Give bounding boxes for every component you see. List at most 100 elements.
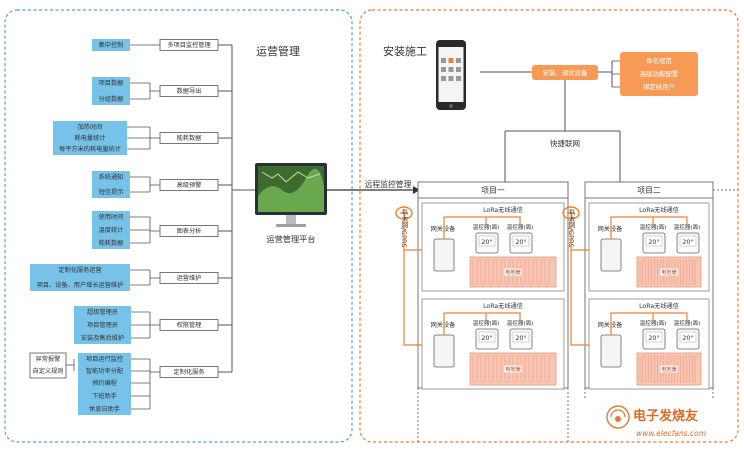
installation-panel	[359, 9, 739, 443]
thermostat-screen	[478, 235, 496, 247]
lora-label: LoRa无线通信	[483, 206, 523, 214]
item-label: 下班助手	[92, 392, 117, 400]
network-cross	[567, 209, 575, 217]
item-group-box	[92, 39, 130, 51]
phone-app-icon	[448, 58, 454, 63]
item-label: 短信提示	[99, 188, 124, 196]
phone-app-icon	[456, 76, 461, 81]
watermark-text: 电子发烧友	[633, 408, 698, 424]
install-step-label: 绑定给用户	[643, 82, 675, 91]
phone-app-icon	[456, 67, 461, 72]
gateway-device	[600, 334, 622, 368]
thermostat-screen	[512, 235, 530, 247]
gateway-device	[433, 238, 455, 272]
operations-panel	[4, 9, 353, 443]
phone-app-icon	[448, 76, 454, 81]
network-icon	[562, 206, 580, 220]
thermostat-temp: 20°	[648, 238, 660, 246]
project-title: 项目二	[637, 186, 661, 195]
item-label: 加热时间	[78, 123, 103, 131]
remote-label: 远程监控管理	[365, 179, 412, 189]
item-label: 能耗数据	[99, 239, 124, 247]
item-group-box	[78, 353, 131, 415]
thermostat-label: 温控器(面)	[473, 223, 500, 231]
project-title: 项目一	[481, 186, 505, 195]
item-label: 每平方米的耗电量统计	[59, 145, 121, 153]
thermostat-screen	[645, 235, 663, 247]
category-label: 图表分析	[177, 227, 202, 235]
heater-label: 电地暖	[505, 268, 521, 276]
thermostat-label: 温控器(面)	[640, 319, 667, 327]
watermark-url: www.elecfans.com	[636, 429, 706, 438]
thermostat-screen	[679, 235, 697, 247]
item-group-box	[92, 171, 130, 198]
platform-label: 运营管理平台	[266, 234, 315, 244]
phone-icon	[436, 40, 466, 110]
heater-coil	[639, 259, 698, 285]
item-label: 项目运行监控	[86, 355, 123, 363]
sub-item-label: 自定义规则	[33, 367, 64, 375]
install-title: 安装施工	[383, 44, 427, 58]
item-label: 温度统计	[99, 226, 124, 234]
category-label: 多项目监控管理	[167, 41, 210, 49]
project-header	[417, 181, 569, 199]
thermostat-temp: 20°	[515, 334, 527, 342]
quick-network-label: 快捷联网	[550, 138, 580, 148]
thermostat-temp: 20°	[481, 238, 493, 246]
phone-app-icon	[441, 58, 446, 63]
install-step-label: 高级功能配置	[640, 69, 679, 78]
item-label: 集中控制	[99, 41, 124, 49]
item-label: 定制化服务运营	[58, 266, 101, 274]
thermostat-label: 温控器(面)	[507, 319, 534, 327]
heater-coil	[472, 355, 553, 383]
category-label: 高级预警	[177, 181, 202, 189]
heater-label: 电地暖	[505, 365, 521, 373]
thermostat-screen	[679, 331, 697, 343]
thermostat-label: 温控器(面)	[674, 223, 701, 231]
category-label: 数据导出	[177, 87, 202, 95]
gateway-device	[433, 334, 455, 368]
item-label: 项目管理员	[87, 321, 118, 329]
thermostat-temp: 20°	[682, 334, 694, 342]
item-label: 分组数据	[99, 95, 124, 103]
category-label: 定制化服务	[174, 368, 205, 376]
item-label: 休息日助手	[89, 405, 120, 413]
heater-label-bg	[504, 268, 522, 276]
right-diagram: 安装施工安装、调试设备命名规范高级功能配置绑定给用户快捷联网远程监控管理项目一以…	[327, 40, 738, 442]
item-group-box	[92, 77, 130, 105]
phone-app-icon	[441, 76, 446, 81]
item-group-box	[53, 121, 127, 155]
item-label: 超级管理员	[87, 308, 118, 316]
phone-home-button	[449, 104, 453, 108]
remote-arrow-head	[413, 186, 420, 194]
heater-label-bg	[660, 365, 678, 373]
item-group-box	[92, 211, 130, 249]
install-action-label: 安装、调试设备	[543, 68, 588, 77]
thermostat-label: 温控器(面)	[674, 319, 701, 327]
phone-app-icon	[456, 58, 461, 63]
item-label: 耗电量统计	[75, 134, 106, 142]
thermostat-temp: 20°	[481, 334, 493, 342]
phone-app-icon	[441, 67, 446, 72]
network-ring	[562, 206, 580, 220]
thermostat-label: 温控器(面)	[640, 223, 667, 231]
item-label: 项目、设备、用户增长运营维护	[37, 281, 124, 289]
thermostat-temp: 20°	[515, 238, 527, 246]
item-group-box	[74, 306, 131, 344]
category-label: 运营维护	[177, 274, 202, 282]
watermark-logo-icon	[606, 405, 630, 429]
thermostat-label: 温控器(面)	[473, 319, 500, 327]
operations-title: 运营管理	[256, 44, 300, 58]
item-label: 项目数据	[99, 79, 124, 87]
network-cross	[400, 209, 408, 217]
phone-app-icon	[448, 67, 454, 72]
item-label: 安装及售后维护	[81, 334, 124, 342]
thermostat-screen	[645, 331, 663, 343]
lora-line	[443, 216, 521, 239]
lora-label: LoRa无线通信	[483, 302, 523, 310]
network-ring	[395, 206, 413, 220]
heater-label: 电地暖	[661, 365, 677, 373]
sub-item-box	[29, 352, 67, 379]
